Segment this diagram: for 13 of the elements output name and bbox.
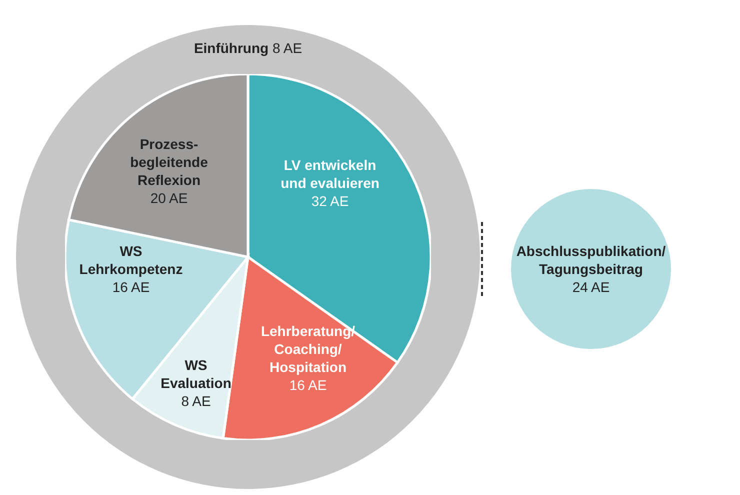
value-label: 16 AE <box>112 278 150 296</box>
slice-label: Prozess- begleitende Reflexion <box>129 135 209 189</box>
circle-value: 24 AE <box>572 278 610 296</box>
slice-label: WS Evaluation <box>160 356 232 392</box>
ring-label: Einführung 8 AE <box>194 39 302 58</box>
slice-label: LV entwickeln und evaluieren <box>280 156 380 192</box>
value-label: 32 AE <box>311 192 349 210</box>
slice-label: Lehrberatung/ Coaching/ Hospitation <box>260 322 356 376</box>
value-label: 16 AE <box>289 376 327 394</box>
slice-label: WS Lehrkompetenz <box>78 242 184 278</box>
value-label: 8 AE <box>181 392 211 410</box>
circle-title: Abschlusspublikation/ Tagungsbeitrag <box>516 242 666 278</box>
value-label: 20 AE <box>150 189 188 207</box>
